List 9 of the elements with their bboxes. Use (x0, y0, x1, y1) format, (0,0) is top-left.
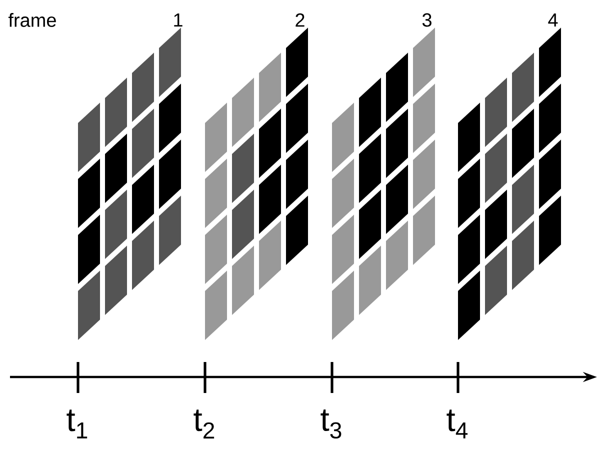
frame-number: 2 (296, 13, 304, 27)
frame-number: 3 (422, 13, 432, 27)
time-label: t$_{1}$ (66, 410, 88, 438)
frame-number: 4 (548, 13, 558, 27)
time-label: t$_{4}$ (446, 410, 468, 438)
frame-number: 1 (174, 13, 182, 27)
time-label: t$_{3}$ (320, 409, 342, 439)
time-label: t$_{2}$ (194, 410, 214, 438)
axis-label: frame (8, 13, 56, 27)
